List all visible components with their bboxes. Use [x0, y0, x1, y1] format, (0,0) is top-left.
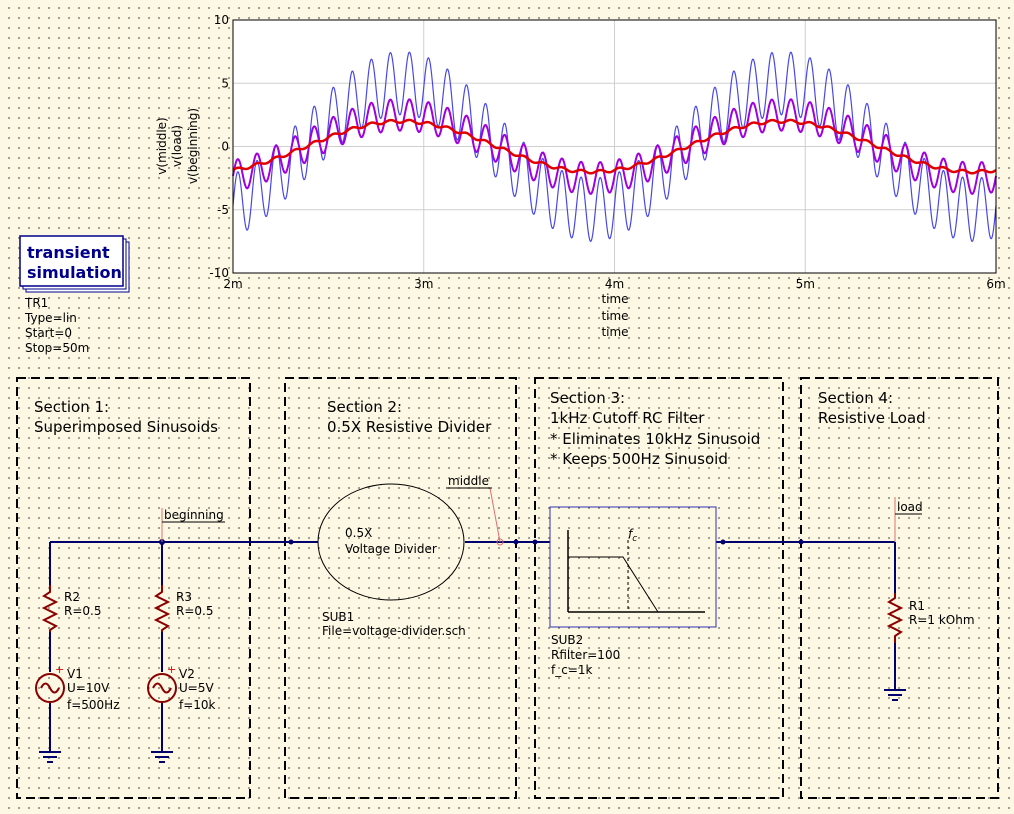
section-1-title: Section 1:: [34, 398, 109, 416]
ylabel-load: v(load): [170, 125, 184, 167]
r1-name: R1: [909, 599, 925, 613]
sub2-name: SUB2: [551, 633, 583, 647]
resistor-r2[interactable]: [41, 585, 59, 632]
node-label-load[interactable]: load: [894, 497, 923, 542]
voltage-source-v1[interactable]: +: [35, 663, 65, 703]
v1-f: f=500Hz: [67, 698, 120, 712]
sim-stop: Stop=50m: [25, 341, 89, 355]
sub1-port-icon: [496, 538, 504, 546]
sim-name: TR1: [24, 296, 48, 310]
transient-simulation-block[interactable]: transient simulation: [19, 235, 130, 293]
series-v-beginning: [232, 51, 997, 243]
sim-title-line2: simulation: [27, 263, 122, 282]
node-label-middle[interactable]: middle: [446, 474, 501, 543]
section-3-note-1: * Eliminates 10kHz Sinusoid: [550, 430, 760, 448]
port-dot: [720, 539, 726, 545]
node-label-beginning[interactable]: beginning: [161, 508, 225, 542]
node-label-load-text: load: [897, 500, 923, 514]
y-tick-label: 5: [221, 76, 229, 90]
xlabel-middle: time: [601, 325, 628, 339]
section-3-note-2: * Keeps 500Hz Sinusoid: [550, 450, 728, 468]
section-3-subtitle: 1kHz Cutoff RC Filter: [550, 409, 705, 427]
sim-start: Start=0: [25, 326, 72, 340]
section-4-title: Section 4:: [818, 389, 893, 407]
x-tick-labels: 2m 3m 4m 5m 6m: [223, 277, 1005, 291]
lowpass-response-icon: fc: [567, 527, 705, 613]
section-3-frame[interactable]: [534, 377, 784, 799]
section-2-title: Section 2:: [327, 398, 402, 416]
fc-marker: fc: [628, 527, 637, 544]
wires[interactable]: [49, 541, 896, 752]
ylabel-beginning: v(beginning): [186, 108, 200, 184]
series-v-middle: [232, 98, 997, 196]
y-tick-label: -10: [209, 266, 229, 280]
r3-name: R3: [176, 590, 192, 604]
subcircuit-sub1[interactable]: 0.5X Voltage Divider: [317, 483, 504, 601]
sub1-name: SUB1: [322, 610, 354, 624]
port-dot: [288, 539, 294, 545]
r2-name: R2: [64, 590, 80, 604]
section-2-frame[interactable]: [284, 377, 517, 799]
y-tick-label: 10: [214, 13, 229, 27]
v1-plus-icon: +: [55, 663, 64, 676]
v2-u: U=5V: [179, 681, 214, 695]
r1-value: R=1 kOhm: [909, 613, 975, 627]
series-group: [232, 51, 997, 243]
section-4-frame[interactable]: [800, 377, 999, 799]
resistor-r1[interactable]: [886, 593, 904, 643]
v1-u: U=10V: [67, 681, 110, 695]
v2-plus-icon: +: [167, 663, 176, 676]
sub2-fc: f_c=1k: [551, 663, 593, 677]
port-dot: [532, 539, 538, 545]
r2-value: R=0.5: [64, 604, 101, 618]
sub1-file: File=voltage-divider.sch: [322, 624, 466, 638]
v2-f: f=10k: [179, 698, 216, 712]
port-dot: [798, 539, 804, 545]
ground-icon[interactable]: [884, 689, 906, 701]
resistor-r3[interactable]: [153, 585, 171, 632]
subcircuit-sub2-filter[interactable]: fc: [549, 506, 717, 628]
x-tick-label: 2m: [223, 277, 242, 291]
sim-type: Type=lin: [24, 311, 77, 325]
section-3-title: Section 3:: [550, 389, 625, 407]
x-tick-label: 3m: [414, 277, 433, 291]
ylabel-middle: v(middle): [155, 117, 169, 174]
y-tick-label: 0: [221, 140, 229, 154]
v1-name: V1: [67, 667, 83, 681]
xlabel-beginning: time: [601, 292, 628, 306]
voltage-source-v2[interactable]: +: [147, 663, 177, 703]
port-dot: [513, 539, 519, 545]
x-tick-label: 5m: [796, 277, 815, 291]
x-tick-label: 6m: [986, 277, 1005, 291]
ground-icon[interactable]: [39, 751, 61, 763]
node-label-beginning-text: beginning: [164, 508, 224, 522]
y-tick-label: -5: [217, 203, 229, 217]
y-tick-labels: 10 5 0 -5 -10: [209, 13, 229, 280]
section-2-subtitle: 0.5X Resistive Divider: [327, 418, 492, 436]
sub2-rfilter: Rfilter=100: [551, 648, 620, 662]
x-tick-label: 4m: [605, 277, 624, 291]
sub1-label-1: 0.5X: [345, 526, 372, 540]
xlabel-load: time: [601, 309, 628, 323]
node-label-middle-text: middle: [448, 474, 489, 488]
v2-name: V2: [179, 667, 195, 681]
section-1-frame[interactable]: [16, 377, 251, 799]
section-4-subtitle: Resistive Load: [818, 409, 926, 427]
ground-icon[interactable]: [151, 751, 173, 763]
sim-title-line1: transient: [27, 243, 110, 262]
transient-diagram[interactable]: 2m 3m 4m 5m 6m 10 5 0 -5 -10 v(middle) v(load) v…: [155, 13, 1006, 339]
sub1-label-2: Voltage Divider: [345, 542, 437, 556]
series-v-load: [232, 118, 997, 175]
section-1-subtitle: Superimposed Sinusoids: [34, 418, 218, 436]
r3-value: R=0.5: [176, 604, 213, 618]
